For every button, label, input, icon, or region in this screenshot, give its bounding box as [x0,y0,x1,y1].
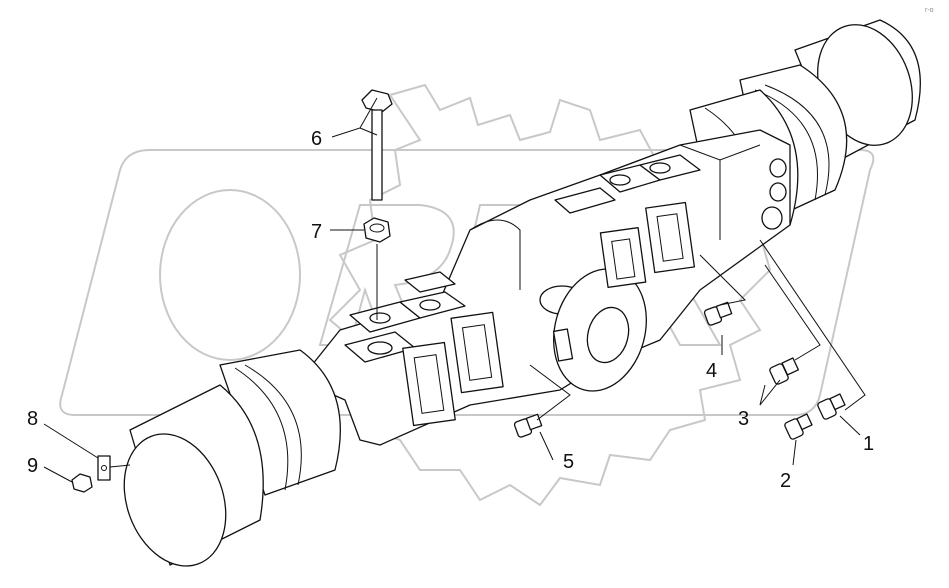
part-8-plate [97,455,111,481]
callout-6: 6 [311,128,322,150]
part-3-fitting [769,357,800,385]
callout-labels: 1 2 3 4 5 6 7 8 9 [27,128,874,492]
part-9-nut [71,473,93,493]
callout-2: 2 [780,470,791,492]
part-4-fitting [703,301,733,326]
callout-7: 7 [311,221,322,243]
part-7-nut [363,217,391,243]
part-6-bolt [361,89,393,201]
left-wheel-hub [123,349,341,567]
callout-5: 5 [563,451,574,473]
callout-8: 8 [27,408,38,430]
watermark-frame [59,149,875,416]
callout-4: 4 [706,360,717,382]
corner-mark: r-o [925,7,934,14]
watermark-letter-o [159,189,301,361]
watermark-gear [328,83,772,507]
mount-pads-right [554,154,701,289]
part-2-fitting [784,413,813,440]
leader-lines [43,97,866,483]
differential-flange [552,268,647,392]
callout-1: 1 [863,433,874,455]
callout-3: 3 [738,408,749,430]
mount-pads-left [344,271,504,427]
part-1-fitting [817,393,846,420]
part-5-fitting [513,413,543,438]
callout-9: 9 [27,455,38,477]
